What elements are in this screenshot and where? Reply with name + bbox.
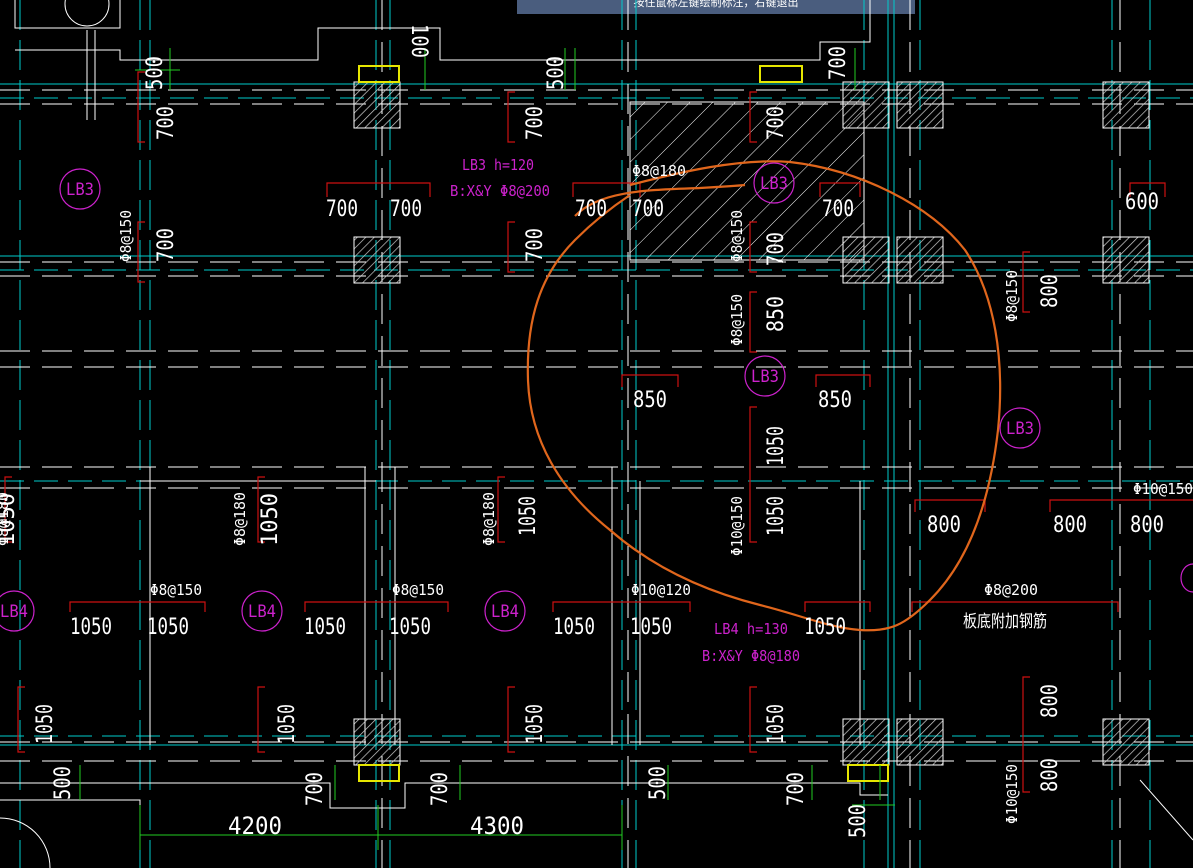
dimension-value: 500 [646,766,671,800]
dimension-value: 1050 [764,426,789,466]
rebar-spec: Φ8@200 [984,581,1038,599]
dimension-value: 850 [764,296,789,332]
dimension-value: 1050 [523,704,548,744]
rebar-spec: Φ8@180 [231,492,249,546]
dimension-value: 1050 [33,704,58,744]
dimension-value: 4300 [470,812,524,840]
rebar-spec: Φ10@120 [631,581,691,599]
rebar-spec: Φ8@180 [0,492,12,546]
slab-tag: LB3 [760,174,788,194]
rebar-spec: Φ8@180 [480,492,498,546]
dimension-value: 700 [822,197,854,222]
slab-label-lb3-thickness: LB3 h=120 [462,156,534,174]
rebar-spec: Φ10@150 [1133,480,1193,498]
rebar-lines [4,71,1193,793]
dimension-value: 1050 [70,615,112,640]
dimension-value: 500 [846,804,871,838]
dimension-value: 700 [523,228,548,262]
dimension-value: 700 [784,772,809,806]
dimension-value: 100 [406,24,431,58]
rebar-spec: Φ8@150 [728,294,746,346]
dimension-value: 4200 [228,812,282,840]
dimension-value: 1050 [630,615,672,640]
dimension-value: 1050 [764,704,789,744]
rebar-spec: Φ8@150 [117,210,135,262]
dimension-value: 1050 [147,615,189,640]
dimension-value: 700 [826,46,851,80]
rebar-spec: Φ8@150 [728,210,746,262]
dimension-value: 850 [633,388,667,413]
dimension-value: 700 [390,197,422,222]
dimension-value: 1050 [804,615,846,640]
dimension-value: 500 [544,56,569,90]
highlight-annotation [526,160,1002,632]
slab-label-lb4-thickness: LB4 h=130 [714,620,788,638]
dimension-value: 700 [428,772,453,806]
dimension-value: 1050 [516,496,541,536]
slab-tag: LB3 [1006,419,1034,439]
slab-label-lb3-bottom-rebar: B:X&Y Φ8@200 [450,182,550,200]
dimension-value: 700 [764,232,789,266]
slab-label-lb4-bottom-rebar: B:X&Y Φ8@180 [702,647,800,665]
dimension-value: 500 [143,56,168,90]
rebar-spec: Φ8@150 [1003,270,1021,322]
dimension-value: 500 [51,766,76,800]
dimension-value: 700 [326,197,358,222]
slab-tag-circles [0,162,1193,632]
rebar-spec: Φ10@150 [1003,764,1021,824]
dimension-value: 1050 [0,493,20,546]
dimension-value: 800 [1130,513,1164,538]
rebar-spec: Φ10@150 [728,496,746,556]
dimension-value: 800 [1053,513,1087,538]
dimension-value: 700 [154,106,179,140]
slab-tag: LB3 [66,180,94,200]
slab-bottom-extra-rebar-label: 板底附加钢筋 [963,612,1047,632]
columns [353,65,1150,782]
slab-tag: LB4 [491,602,519,622]
rebar-spec: Φ8@150 [392,581,444,599]
rebar-spec: Φ8@180 [632,162,686,180]
dimension-value: 700 [523,106,548,140]
dimension-value: 1050 [275,704,300,744]
dimension-value: 850 [818,388,852,413]
dimension-value: 800 [1038,758,1063,792]
dimension-value: 1050 [304,615,346,640]
dimension-value: 1050 [389,615,431,640]
dimension-value: 1050 [258,493,283,546]
dimension-value: 700 [154,228,179,262]
dimension-value: 1050 [553,615,595,640]
dimension-value: 700 [303,772,328,806]
dimension-value: 800 [927,513,961,538]
command-tooltip: 按住鼠标左键绘制标注，右键退出 [517,0,915,14]
hatched-slab-region [629,101,865,261]
dimension-value: 700 [764,106,789,140]
rebar-spec: Φ8@150 [150,581,202,599]
dimension-value: 700 [575,197,607,222]
slab-tag: LB3 [751,367,779,387]
dimension-lines [79,48,895,850]
dimension-value: 1050 [764,496,789,536]
slab-tag: LB4 [248,602,276,622]
slab-tag: LB4 [0,602,28,622]
dimension-value: 600 [1125,190,1159,215]
dimension-value: 700 [632,197,664,222]
dimension-value: 800 [1038,684,1063,718]
dimension-value: 800 [1038,274,1063,308]
